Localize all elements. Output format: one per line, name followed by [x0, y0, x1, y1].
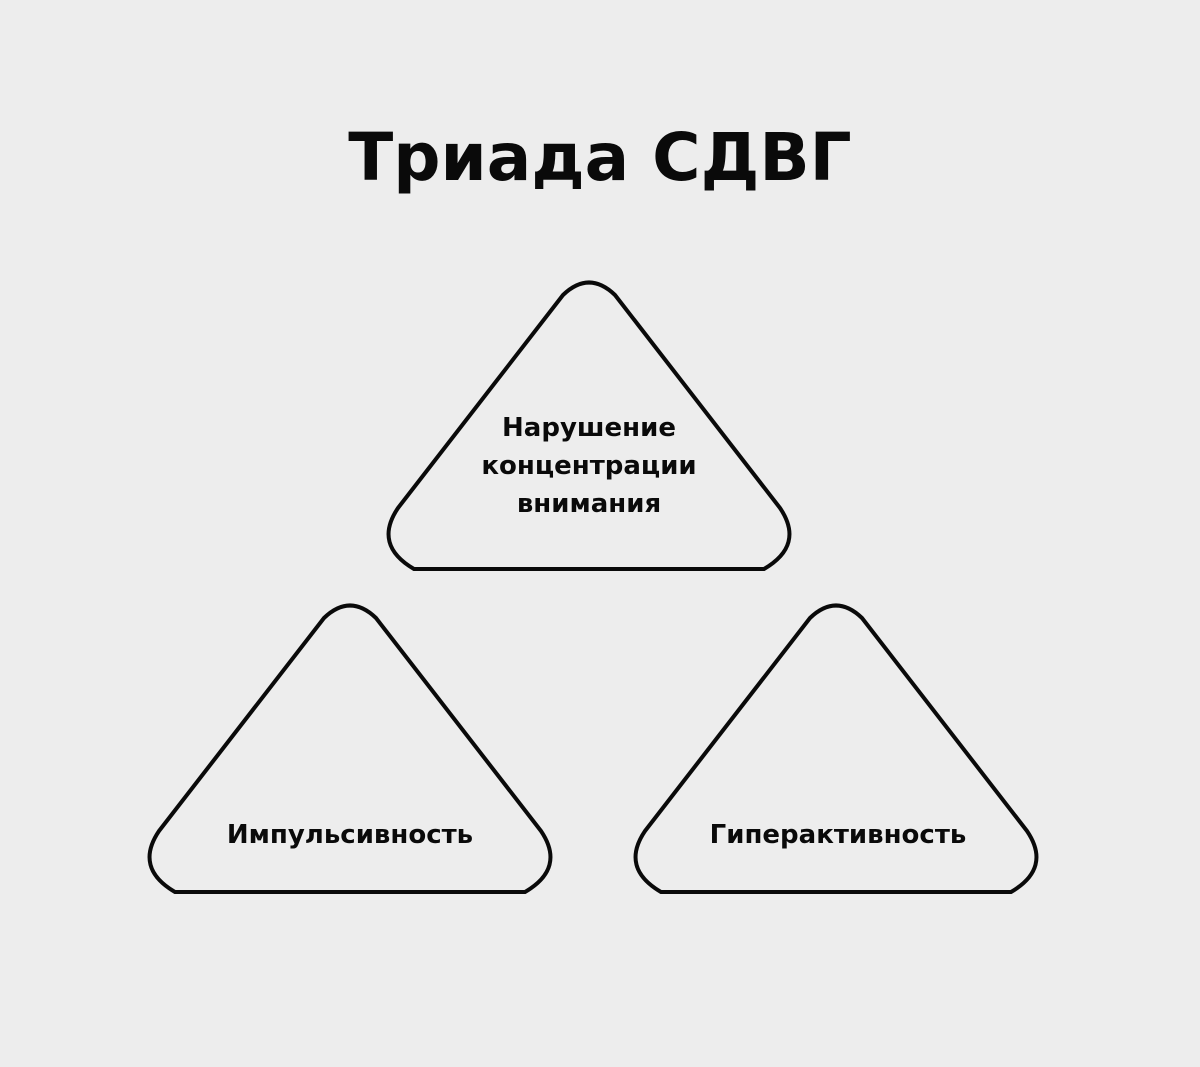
label-line: Импульсивность [226, 820, 474, 850]
triangle-top [386, 280, 792, 571]
diagram-title: Триада СДВГ [348, 119, 852, 196]
label-line: Нарушение [502, 413, 676, 443]
label-line: внимания [516, 489, 662, 519]
label-line: Гиперактивность [709, 820, 967, 850]
label-inattention: Нарушение концентрации внимания [389, 409, 789, 523]
triangle-left [147, 603, 553, 894]
label-line: концентрации [481, 451, 697, 481]
label-impulsivity: Импульсивность [150, 816, 550, 854]
label-hyperactivity: Гиперактивность [638, 816, 1038, 854]
triangle-right [633, 603, 1039, 894]
